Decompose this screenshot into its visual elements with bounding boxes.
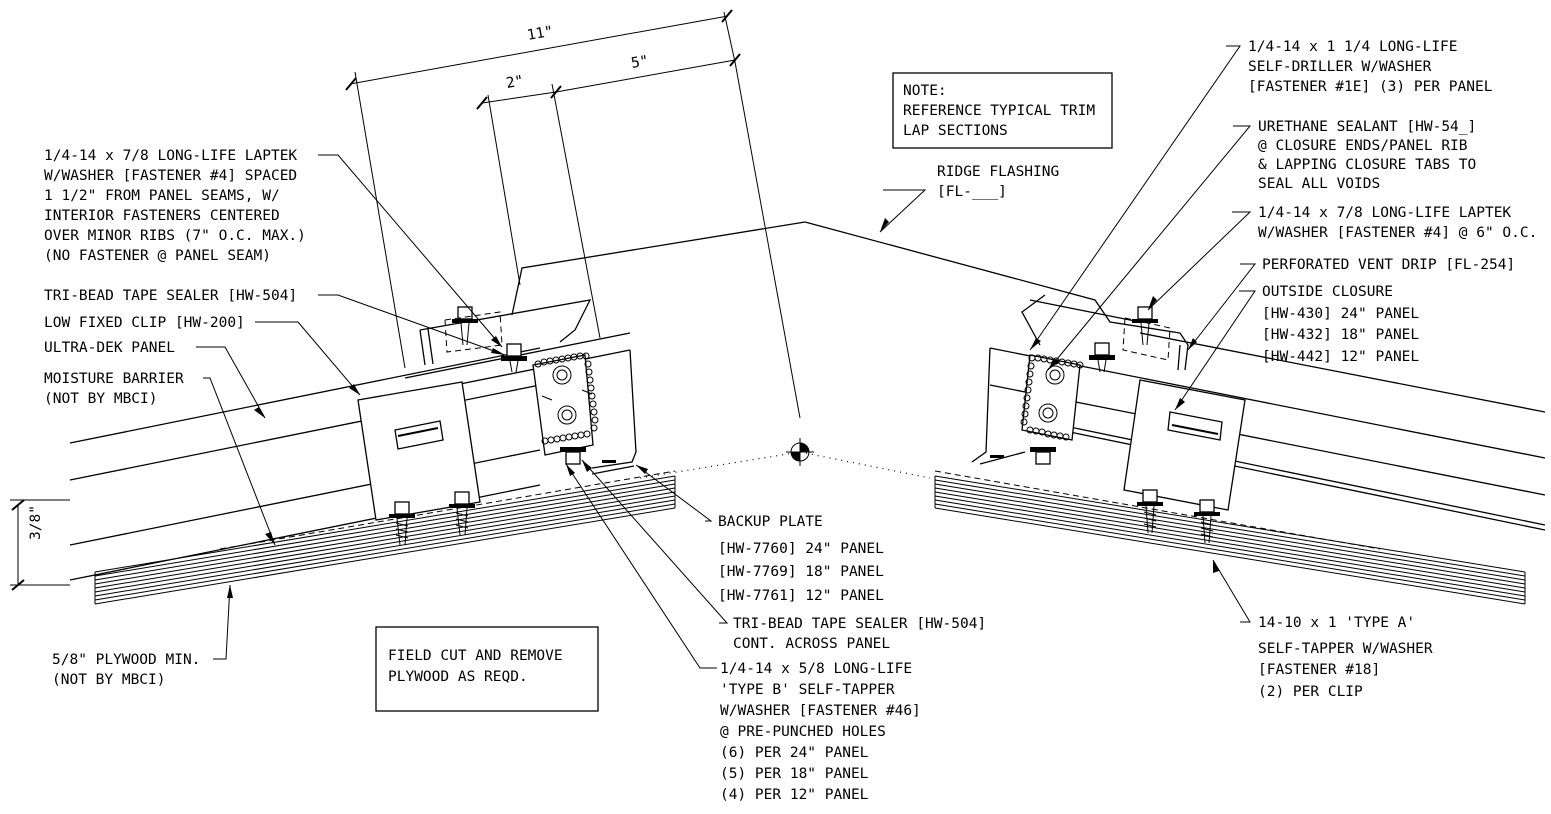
- callout-line: 1 1/2" FROM PANEL SEAMS, W/: [44, 188, 280, 204]
- callout-line: SELF-DRILLER W/WASHER: [1248, 59, 1432, 75]
- callout-line: RIDGE FLASHING: [937, 164, 1059, 180]
- callout-line: 1/4-14 x 7/8 LONG-LIFE LAPTEK: [1258, 205, 1511, 221]
- self-driller-top: [1089, 342, 1115, 373]
- callout-ridge: RIDGE FLASHING [FL-___]: [937, 164, 1059, 200]
- ridge-center-symbol: [786, 438, 814, 466]
- field-cut-line-1: FIELD CUT AND REMOVE: [388, 648, 563, 664]
- leader-arrows: [227, 218, 1219, 598]
- callout-panel: ULTRA-DEK PANEL: [44, 340, 175, 356]
- callout-self-tapper-b: 1/4-14 x 5/8 LONG-LIFE 'TYPE B' SELF-TAP…: [720, 661, 921, 803]
- clip-fastener-left-1: [389, 501, 415, 546]
- callout-self-driller: 1/4-14 x 1 1/4 LONG-LIFE SELF-DRILLER W/…: [1248, 39, 1493, 95]
- right-panel-assembly: [804, 221, 1546, 605]
- callout-line: (NOT BY MBCI): [52, 672, 166, 688]
- dim-11: 11": [526, 24, 555, 44]
- callout-outside-closure: OUTSIDE CLOSURE [HW-430] 24" PANEL [HW-4…: [1262, 284, 1419, 365]
- left-panel-assembly: [69, 221, 806, 605]
- callout-line: (NOT BY MBCI): [44, 391, 158, 407]
- callout-line: 5/8" PLYWOOD MIN.: [52, 652, 200, 668]
- callout-line: [HW-7761] 12" PANEL: [718, 588, 884, 604]
- note-line-1: NOTE:: [903, 83, 947, 99]
- callout-line: W/WASHER [FASTENER #46]: [720, 703, 921, 719]
- callout-line: [FASTENER #18]: [1258, 662, 1380, 678]
- plywood-right: [934, 475, 1526, 605]
- ridge-flashing-right: [804, 221, 1189, 465]
- callout-line: [HW-7769] 18" PANEL: [718, 564, 884, 580]
- callout-line: INTERIOR FASTENERS CENTERED: [44, 208, 280, 224]
- callout-line: 1/4-14 x 7/8 LONG-LIFE LAPTEK: [44, 148, 297, 164]
- callout-line: [FASTENER #1E] (3) PER PANEL: [1248, 79, 1493, 95]
- callout-line: SEAL ALL VOIDS: [1258, 176, 1380, 192]
- type-b-fastener-top: [501, 343, 527, 373]
- laptek-fastener-right: [1122, 306, 1171, 361]
- callout-line: SELF-TAPPER W/WASHER: [1258, 641, 1433, 657]
- callout-line: & LAPPING CLOSURE TABS TO: [1258, 157, 1476, 173]
- moisture-barrier-left: [219, 470, 676, 550]
- low-fixed-clip: [357, 381, 481, 521]
- callout-line: [FL-___]: [937, 184, 1007, 200]
- callout-line: W/WASHER [FASTENER #4] @ 6" O.C.: [1258, 225, 1537, 241]
- note-line-3: LAP SECTIONS: [903, 123, 1008, 139]
- note-box: NOTE: REFERENCE TYPICAL TRIM LAP SECTION…: [892, 72, 1113, 149]
- callout-line: 1/4-14 x 5/8 LONG-LIFE: [720, 661, 912, 677]
- callout-line: (5) PER 18" PANEL: [720, 766, 869, 782]
- laptek-fastener-left: [444, 306, 503, 353]
- callout-line: @ CLOSURE ENDS/PANEL RIB: [1258, 138, 1468, 154]
- right-clip: [1123, 379, 1246, 511]
- callout-low-clip: LOW FIXED CLIP [HW-200]: [44, 315, 245, 331]
- type-b-fastener-bottom: [560, 447, 586, 465]
- type-a-fastener-2: [1194, 499, 1220, 544]
- callout-line: 14-10 x 1 'TYPE A': [1258, 615, 1415, 631]
- callout-line: [HW-442] 12" PANEL: [1262, 349, 1419, 365]
- callout-line: (4) PER 12" PANEL: [720, 787, 869, 803]
- callout-line: [HW-432] 18" PANEL: [1262, 327, 1419, 343]
- callout-tribead-upper: TRI-BEAD TAPE SEALER [HW-504]: [44, 288, 297, 304]
- callout-line: OVER MINOR RIBS (7" O.C. MAX.): [44, 228, 306, 244]
- callout-moisture: MOISTURE BARRIER (NOT BY MBCI): [44, 371, 184, 407]
- ridge-flashing-left: [419, 221, 806, 475]
- leader-lines: [196, 45, 1257, 669]
- callout-line: BACKUP PLATE: [718, 514, 823, 530]
- callout-line: (2) PER CLIP: [1258, 684, 1363, 700]
- field-cut-box: FIELD CUT AND REMOVE PLYWOOD AS REQD.: [375, 626, 599, 712]
- callout-line: URETHANE SEALANT [HW-54_]: [1258, 119, 1476, 135]
- field-cut-line-2: PLYWOOD AS REQD.: [388, 669, 528, 685]
- tribead-upper-dots: [534, 352, 599, 445]
- dim-2: 2": [505, 73, 525, 92]
- callout-tribead-lower: TRI-BEAD TAPE SEALER [HW-504] CONT. ACRO…: [733, 616, 986, 652]
- type-a-fastener-1: [1137, 489, 1163, 534]
- callout-line: (NO FASTENER @ PANEL SEAM): [44, 248, 271, 264]
- callout-urethane: URETHANE SEALANT [HW-54_] @ CLOSURE ENDS…: [1258, 119, 1476, 192]
- plywood-left: [94, 475, 676, 605]
- self-driller-bottom: [1030, 447, 1056, 465]
- callout-line: 'TYPE B' SELF-TAPPER: [720, 682, 895, 698]
- note-line-2: REFERENCE TYPICAL TRIM: [903, 103, 1095, 119]
- callout-plywood: 5/8" PLYWOOD MIN. (NOT BY MBCI): [52, 652, 200, 688]
- callout-line: MOISTURE BARRIER: [44, 371, 184, 387]
- callout-line: [HW-430] 24" PANEL: [1262, 306, 1419, 322]
- callout-line: CONT. ACROSS PANEL: [733, 636, 890, 652]
- callout-line: @ PRE-PUNCHED HOLES: [720, 724, 886, 740]
- dim-5: 5": [630, 53, 650, 72]
- moisture-barrier-right: [934, 470, 1381, 550]
- callout-line: W/WASHER [FASTENER #4] SPACED: [44, 168, 297, 184]
- dim-3-8: 3/8": [28, 505, 44, 540]
- callout-type-a: 14-10 x 1 'TYPE A' SELF-TAPPER W/WASHER …: [1258, 615, 1433, 700]
- callout-laptek-left: 1/4-14 x 7/8 LONG-LIFE LAPTEK W/WASHER […: [44, 148, 306, 264]
- callout-line: [HW-7760] 24" PANEL: [718, 541, 884, 557]
- callout-backup: BACKUP PLATE [HW-7760] 24" PANEL [HW-776…: [718, 514, 884, 604]
- dimension-lines: [10, 9, 801, 591]
- outside-closure: [1020, 354, 1084, 441]
- callout-line: OUTSIDE CLOSURE: [1262, 284, 1393, 300]
- callout-vent-drip: PERFORATED VENT DRIP [FL-254]: [1262, 257, 1515, 273]
- callout-laptek-right: 1/4-14 x 7/8 LONG-LIFE LAPTEK W/WASHER […: [1258, 205, 1537, 241]
- clip-fastener-left-2: [449, 491, 475, 536]
- callout-line: (6) PER 24" PANEL: [720, 745, 869, 761]
- callout-line: TRI-BEAD TAPE SEALER [HW-504]: [733, 616, 986, 632]
- callout-line: 1/4-14 x 1 1/4 LONG-LIFE: [1248, 39, 1458, 55]
